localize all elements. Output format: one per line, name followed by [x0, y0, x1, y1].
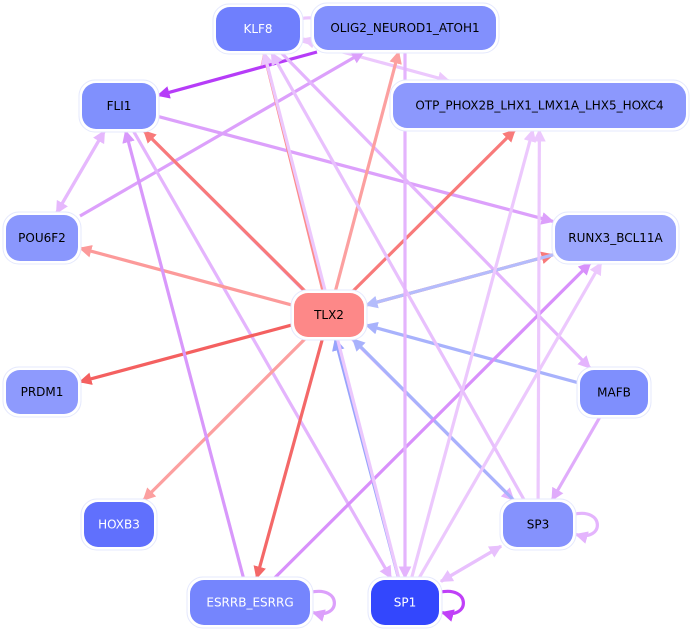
node-tlx2[interactable]: TLX2 — [290, 289, 368, 341]
edge-sp1-to-sp1 — [438, 589, 465, 622]
edge-tlx2-to-otp — [351, 128, 517, 293]
edge-sp3-to-sp3 — [572, 511, 599, 544]
edge-pou6f2-to-fli1 — [55, 129, 106, 214]
node-box — [84, 502, 154, 547]
node-klf8[interactable]: KLF8 — [212, 3, 304, 55]
node-mafb[interactable]: MAFB — [576, 366, 652, 419]
edge-runx3-to-tlx2 — [364, 253, 554, 309]
edge-sp3-to-sp1 — [439, 544, 502, 583]
edge-sp1-to-otp — [410, 128, 537, 579]
node-label: ESRRB_ESRRG — [206, 596, 293, 610]
node-label: PRDM1 — [21, 385, 64, 399]
node-box — [190, 580, 310, 625]
edge-esrrb-to-esrrb — [309, 589, 336, 622]
edge-sp3-to-klf8 — [270, 51, 526, 501]
node-olig2[interactable]: OLIG2_NEUROD1_ATOH1 — [310, 2, 500, 54]
node-box — [393, 83, 686, 128]
node-prdm1[interactable]: PRDM1 — [2, 366, 82, 418]
node-box — [6, 215, 78, 261]
edge-esrrb-to-fli1 — [122, 129, 246, 579]
edge-tlx2-to-hoxb3 — [142, 337, 307, 502]
edge-mafb-to-sp3 — [550, 416, 602, 502]
node-label: HOXB3 — [98, 518, 140, 532]
node-label: MAFB — [597, 386, 631, 400]
edge-tlx2-to-prdm1 — [78, 323, 293, 385]
node-hoxb3[interactable]: HOXB3 — [80, 498, 158, 551]
edge-tlx2-to-olig2 — [333, 50, 402, 292]
node-sp3[interactable]: SP3 — [499, 498, 577, 551]
node-label: SP1 — [394, 596, 417, 610]
node-label: SP3 — [527, 518, 550, 532]
node-otp[interactable]: OTP_PHOX2B_LHX1_LMX1A_LHX5_HOXC4 — [389, 79, 690, 132]
node-runx3[interactable]: RUNX3_BCL11A — [551, 211, 680, 265]
node-box — [294, 293, 364, 337]
node-fli1[interactable]: FLI1 — [78, 79, 160, 133]
node-sp1[interactable]: SP1 — [367, 576, 443, 629]
node-label: RUNX3_BCL11A — [568, 231, 663, 245]
node-label: OTP_PHOX2B_LHX1_LMX1A_LHX5_HOXC4 — [415, 99, 663, 113]
edge-fli1-to-runx3 — [157, 114, 555, 225]
node-pou6f2[interactable]: POU6F2 — [2, 211, 82, 265]
node-box — [216, 7, 300, 51]
edge-tlx2-to-esrrb — [253, 338, 324, 580]
edge-olig2-to-fli1 — [156, 50, 318, 99]
node-label: FLI1 — [107, 99, 132, 113]
edge-tlx2-to-pou6f2 — [78, 245, 293, 307]
node-box — [314, 6, 496, 50]
node-label: KLF8 — [243, 22, 272, 36]
edge-sp3-to-otp — [532, 128, 546, 501]
node-box — [6, 370, 78, 414]
node-box — [580, 370, 648, 415]
node-label: OLIG2_NEUROD1_ATOH1 — [330, 21, 479, 35]
edge-tlx2-to-fli1 — [142, 129, 307, 293]
node-box — [555, 215, 676, 261]
node-box — [371, 580, 439, 625]
edge-sp1-to-runx3 — [417, 261, 603, 579]
node-esrrb[interactable]: ESRRB_ESRRG — [186, 576, 314, 629]
node-label: POU6F2 — [18, 231, 66, 245]
node-box — [503, 502, 573, 547]
node-label: TLX2 — [313, 308, 344, 322]
node-box — [82, 83, 156, 129]
